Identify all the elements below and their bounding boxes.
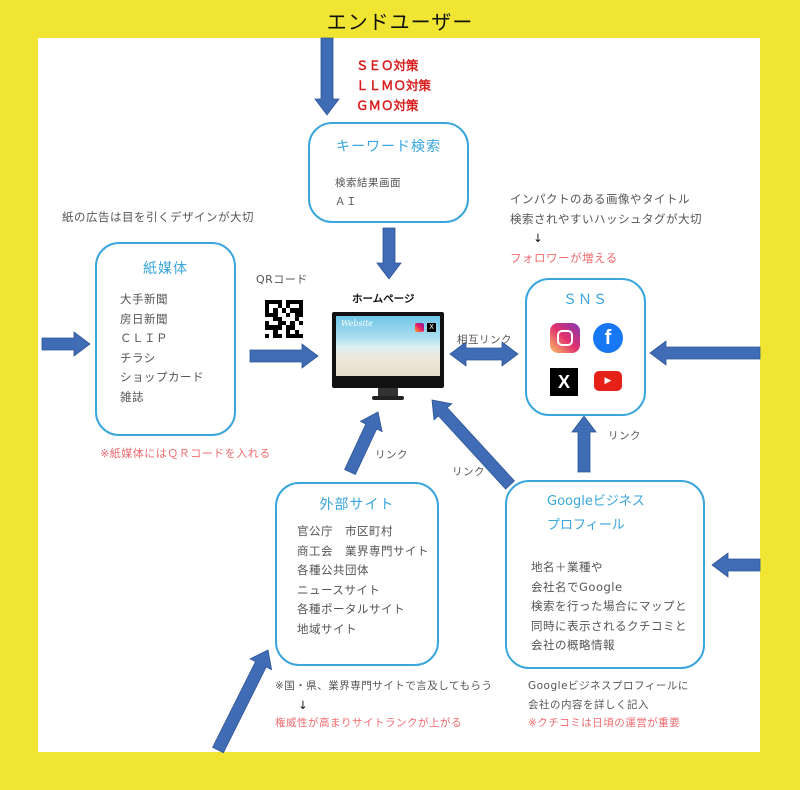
monitor-base	[372, 396, 404, 400]
arrow-into-external	[212, 649, 273, 754]
google-item: 地名＋業種や	[531, 560, 603, 574]
external-item: 各種ポータルサイト	[297, 602, 405, 616]
paper-media-title: 紙媒体	[143, 261, 188, 277]
external-sites-box: 外部サイト 官公庁 市区町村 商工会 業界専門サイト 各種公共団体 ニュースサイ…	[275, 482, 439, 666]
google-title-line1: Googleビジネス	[547, 494, 645, 509]
google-item: 会社の概略情報	[531, 638, 615, 652]
arrow-into-sns	[649, 340, 761, 366]
x-icon: X	[427, 323, 436, 332]
keyword-search-box: キーワード検索 検索結果画面 ＡＩ	[308, 122, 469, 223]
google-item: 会社名でGoogle	[531, 579, 623, 594]
arrow-user-to-keyword	[314, 37, 340, 116]
paper-item: 雑誌	[120, 389, 144, 404]
qr-label: QRコード	[256, 273, 308, 286]
sns-arrow: ↓	[533, 231, 544, 245]
external-arrow: ↓	[298, 698, 309, 712]
monitor-icon: Website X	[332, 312, 444, 388]
facebook-icon[interactable]: f	[593, 323, 623, 353]
youtube-icon[interactable]: ▶	[594, 371, 622, 391]
gmo-label: ＧＭＯ対策	[356, 98, 419, 113]
paper-footnote: ※紙媒体にはＱＲコードを入れる	[100, 447, 271, 460]
external-note: ※国・県、業界専門サイトで言及してもらう	[275, 680, 493, 692]
google-title-line2: プロフィール	[547, 518, 625, 533]
arrow-paper-to-homepage	[249, 343, 319, 369]
homepage-label: ホームページ	[352, 293, 415, 305]
google-business-box: Googleビジネス プロフィール 地名＋業種や 会社名でGoogle 検索を行…	[505, 480, 705, 669]
external-item: 各種公共団体	[297, 563, 369, 577]
google-note-2: 会社の内容を詳しく記入	[528, 699, 649, 711]
llmo-label: ＬＬＭＯ対策	[356, 78, 432, 93]
google-item: 検索を行った場合にマップと	[531, 599, 687, 613]
sns-link-label: リンク	[608, 430, 641, 442]
google-item: 同時に表示されるクチコミと	[531, 618, 687, 633]
keyword-item: ＡＩ	[335, 196, 357, 208]
instagram-icon[interactable]	[550, 323, 580, 353]
qr-code-icon	[265, 300, 303, 338]
keyword-search-title: キーワード検索	[336, 139, 441, 155]
paper-item: ショップカード	[120, 370, 204, 384]
paper-item: 大手新聞	[120, 292, 168, 306]
paper-note: 紙の広告は目を引くデザインが大切	[62, 210, 254, 224]
paper-media-box: 紙媒体 大手新聞 房日新聞 ＣＬＩＰ チラシ ショップカード 雑誌	[95, 242, 236, 436]
external-item: 官公庁 市区町村	[297, 524, 393, 538]
website-screen-text: Website	[341, 319, 374, 328]
arrow-google-to-homepage	[431, 399, 515, 490]
google-note-1: Googleビジネスプロフィールに	[528, 680, 689, 692]
google-result: ※クチコミは日頃の運営が重要	[528, 717, 681, 729]
external-result: 権威性が高まりサイトランクが上がる	[275, 717, 462, 729]
google-link-label: リンク	[452, 466, 485, 478]
seo-label: ＳＥＯ対策	[356, 58, 419, 73]
diagram-title: エンドユーザー	[326, 10, 474, 34]
google-business-title: Googleビジネス プロフィール	[547, 490, 645, 538]
external-item: 地域サイト	[297, 621, 357, 636]
sns-box: ＳＮＳ f X ▶	[525, 278, 646, 416]
arrow-keyword-to-homepage	[376, 227, 402, 280]
arrow-external-to-homepage	[344, 411, 383, 476]
paper-item: ＣＬＩＰ	[120, 331, 168, 345]
paper-item: 房日新聞	[120, 311, 168, 326]
sns-note-2: 検索されやすいハッシュタグが大切	[510, 212, 702, 226]
arrow-homepage-sns-mutual	[449, 341, 519, 367]
monitor-stand	[378, 388, 398, 396]
paper-media-list: 大手新聞 房日新聞 ＣＬＩＰ チラシ ショップカード 雑誌	[120, 290, 204, 407]
arrow-into-paper	[41, 331, 91, 357]
mutual-link-label: 相互リンク	[457, 334, 512, 346]
seo-labels: ＳＥＯ対策 ＬＬＭＯ対策 ＧＭＯ対策	[356, 56, 431, 116]
sns-note-1: インパクトのある画像やタイトル	[510, 192, 690, 206]
paper-item: チラシ	[120, 350, 156, 365]
external-item: ニュースサイト	[297, 582, 381, 597]
google-list: 地名＋業種や 会社名でGoogle 検索を行った場合にマップと 同時に表示される…	[531, 558, 687, 656]
external-item: 商工会 業界専門サイト	[297, 543, 429, 558]
instagram-icon	[415, 323, 424, 332]
x-icon[interactable]: X	[550, 368, 578, 396]
sns-title: ＳＮＳ	[563, 292, 608, 308]
sns-result: フォロワーが増える	[510, 251, 618, 265]
external-link-label: リンク	[375, 449, 408, 461]
arrow-into-google	[711, 552, 761, 578]
external-sites-list: 官公庁 市区町村 商工会 業界専門サイト 各種公共団体 ニュースサイト 各種ポー…	[297, 522, 429, 639]
external-sites-title: 外部サイト	[319, 497, 395, 513]
keyword-item: 検索結果画面	[335, 177, 401, 189]
arrow-google-to-sns	[571, 415, 597, 473]
website-screen: Website X	[336, 316, 440, 376]
